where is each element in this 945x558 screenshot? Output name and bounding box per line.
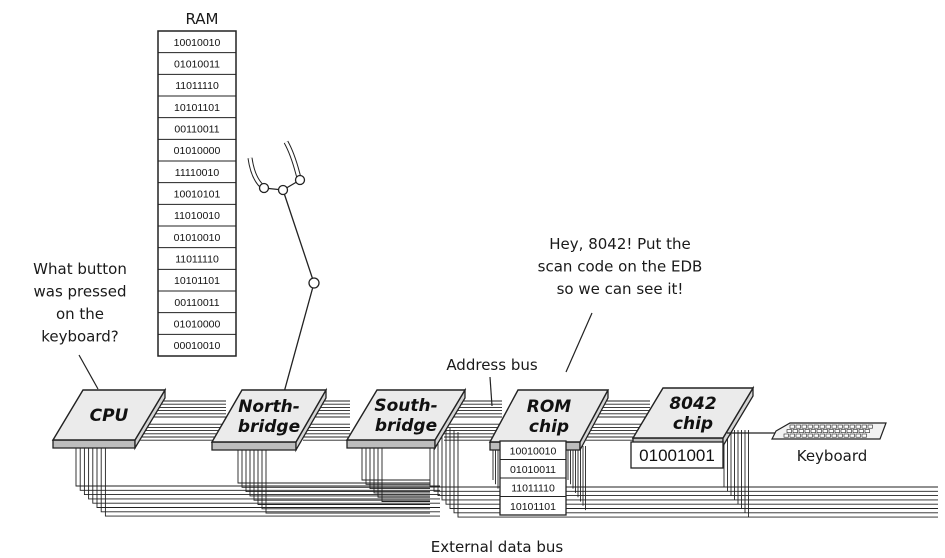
ram-row-value: 01010000 [174, 145, 221, 157]
ram-row-value: 10101101 [174, 275, 220, 287]
ram-row-value: 01010011 [174, 59, 220, 71]
rom-row-value: 01010011 [510, 464, 556, 476]
ram-row-value: 10010010 [174, 37, 221, 49]
ram-row-value: 11110010 [175, 167, 220, 179]
rom-row-value: 11011110 [511, 482, 555, 494]
ram-row-value: 00010010 [174, 340, 221, 352]
ram-row-value: 10010101 [174, 189, 221, 201]
chip-8042-label: chip [673, 414, 713, 434]
chip-8042-label: 8042 [669, 394, 716, 414]
rom-data-block: 10010010 01010011 11011110 10101101 [499, 440, 567, 516]
ram-module: RAM 10010010 01010011 11011110 10101101 0011… [157, 10, 237, 357]
ram-row-value: 10101101 [174, 102, 220, 114]
southbridge-chip-label: South- [374, 396, 437, 416]
ram-row-value: 01010000 [174, 319, 221, 331]
address-bus-pointer [489, 376, 493, 407]
external-data-bus-label: External data bus [431, 538, 564, 556]
northbridge-chip-label: North- [238, 397, 300, 417]
ram-title: RAM [185, 10, 218, 28]
chip8042-value: 01001001 [639, 446, 715, 465]
address-bus-label: Address bus [446, 356, 538, 374]
ram-selector-arm [247, 140, 320, 397]
rom-chip-label: chip [529, 417, 569, 437]
keyboard: Keyboard [727, 422, 887, 465]
chip8042-value-block: 01001001 [630, 441, 724, 469]
cpu-chip-label: CPU [90, 406, 129, 426]
ram-row-value: 11010010 [174, 210, 220, 222]
ram-row-value: 01010010 [174, 232, 221, 244]
southbridge-chip-label: bridge [375, 416, 437, 436]
northbridge-chip: North-bridge [210, 387, 328, 453]
rom-row-value: 10101101 [510, 501, 556, 513]
keyboard-label: Keyboard [797, 447, 868, 465]
rom-row-value: 10010010 [510, 445, 557, 457]
northbridge-chip-label: bridge [238, 417, 300, 437]
southbridge-chip: South-bridge [345, 387, 467, 451]
rom-chip-label: ROM [527, 397, 572, 417]
ram-row-value: 11011110 [175, 80, 219, 92]
ram-row-value: 11011110 [175, 254, 219, 266]
cpu-chip: CPU [51, 387, 167, 451]
ram-row-value: 00110011 [174, 297, 219, 309]
ram-row-value: 00110011 [174, 124, 219, 136]
